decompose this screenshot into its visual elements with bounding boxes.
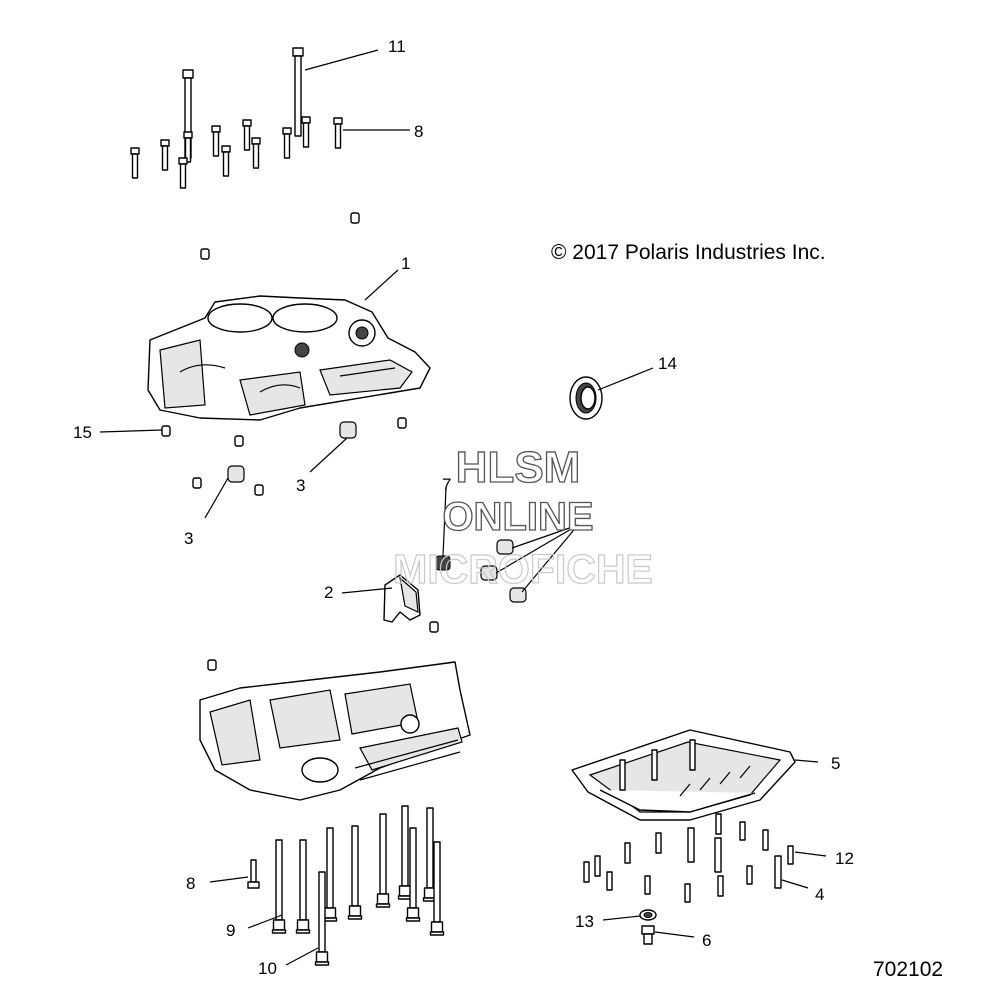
lower-crankcase <box>199 661 471 801</box>
bearing-inserts <box>227 421 357 483</box>
callout-8-lower: 8 <box>186 874 195 893</box>
copyright-notice: © 2017 Polaris Industries Inc. <box>551 241 826 264</box>
drain-plug-and-washer <box>639 909 657 945</box>
callout-9: 9 <box>226 921 235 940</box>
watermark-line3: MICROFICHE <box>393 546 653 592</box>
callout-3-right: 3 <box>296 476 305 495</box>
bolt-8 <box>282 127 292 159</box>
callout-3-left: 3 <box>184 529 193 548</box>
leader-lines <box>99 49 827 966</box>
lower-long-bolts <box>247 805 445 966</box>
crankshaft-seal <box>569 376 603 420</box>
callout-6: 6 <box>702 931 711 950</box>
callout-10: 10 <box>258 959 277 978</box>
watermark-line2: ONLINE <box>442 495 593 539</box>
bolt-8 <box>130 147 140 179</box>
watermark: HLSM ONLINE MICROFICHE <box>393 442 654 592</box>
callout-11: 11 <box>388 37 406 56</box>
bolt-8 <box>211 125 221 157</box>
diagram-number: 702102 <box>873 958 943 981</box>
callout-12: 12 <box>835 849 854 868</box>
callout-labels: 11 8 1 14 15 3 3 7 2 5 12 4 8 9 10 13 6 <box>73 37 854 978</box>
bolt-8 <box>301 116 311 148</box>
bracket <box>383 574 421 623</box>
callout-2: 2 <box>324 583 333 602</box>
upper-crankcase <box>147 295 431 421</box>
bolt-8 <box>160 139 170 171</box>
watermark-line1: HLSM <box>456 443 581 492</box>
oil-pan <box>571 729 796 821</box>
callout-8-upper: 8 <box>414 122 423 141</box>
bolt-8 <box>333 117 343 149</box>
callout-15: 15 <box>73 423 92 442</box>
callout-4: 4 <box>815 885 824 904</box>
bolt-8 <box>242 119 252 151</box>
callout-7: 7 <box>442 475 451 494</box>
callout-13: 13 <box>575 912 594 931</box>
bolt-8 <box>251 137 261 169</box>
oil-pan-bolts <box>583 813 794 903</box>
callout-1: 1 <box>401 254 410 273</box>
callout-14: 14 <box>658 354 677 373</box>
callout-5: 5 <box>831 754 840 773</box>
bolt-8 <box>178 157 188 189</box>
bolt-8 <box>221 145 231 177</box>
bushing-parts <box>435 539 527 603</box>
